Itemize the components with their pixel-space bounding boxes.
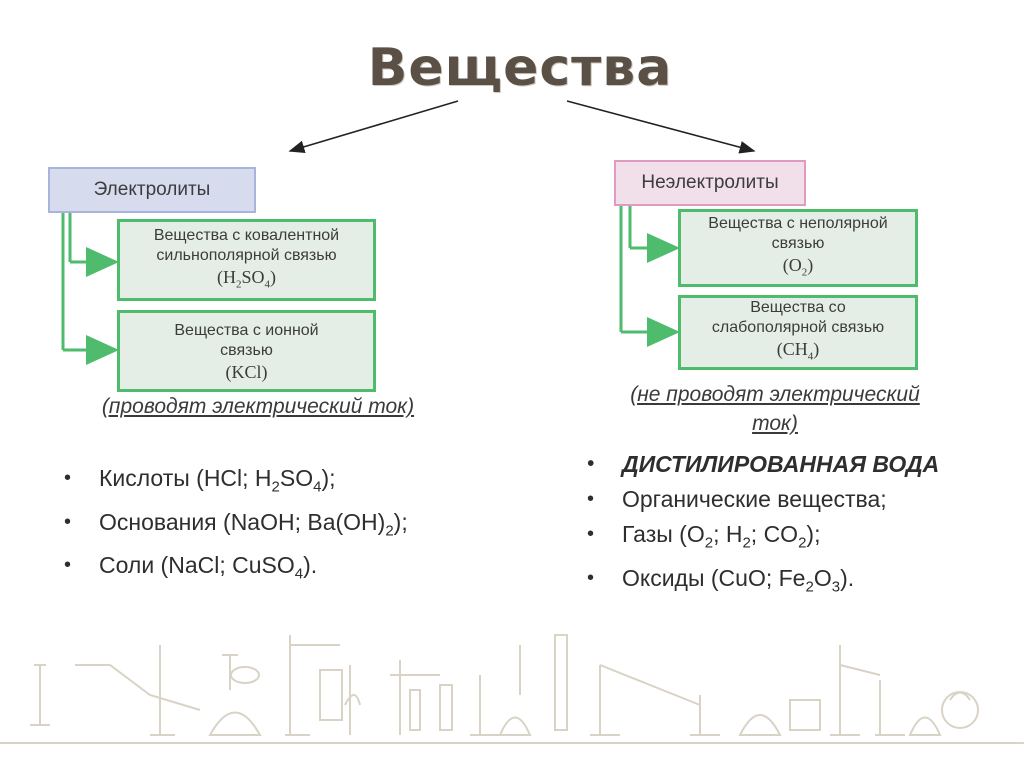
list-item: •Основания (NaOH; Ba(OH)2);: [64, 508, 408, 540]
covalent-line2: сильнополярной связью: [156, 246, 337, 264]
weakpolar-line1: Вещества со: [750, 299, 846, 317]
nonpolar-line2: связью: [771, 234, 825, 252]
list-item: •Кислоты (HCl; H2SO4);: [64, 465, 336, 496]
electrolytes-covalent-box: Вещества с ковалентной сильнополярной св…: [117, 219, 376, 301]
list-item: •Газы (O2; H2; CO2);: [587, 521, 821, 552]
electrolytes-header: Электролиты: [48, 167, 256, 213]
ionic-line2: связью: [220, 341, 273, 359]
nonelectrolytes-note-line2: ток): [752, 412, 798, 435]
ionic-formula: (KCl): [225, 361, 268, 382]
electrolytes-note: (проводят электрический ток): [101, 395, 415, 418]
list-item: •Соли (NaCl; CuSO4).: [64, 552, 318, 583]
nonelectrolytes-header: Неэлектролиты: [614, 160, 806, 206]
nonelectrolytes-weakpolar-box: Вещества со слабополярной связью (CH4): [678, 295, 918, 370]
list-item: •ДИСТИЛИРОВАННАЯ ВОДА: [587, 451, 940, 477]
nonelectrolytes-note-line1: (не проводят электрический: [630, 383, 920, 406]
nonelectrolytes-header-label: Неэлектролиты: [641, 172, 779, 193]
electrolytes-list: •Кислоты (HCl; H2SO4); •Основания (NaOH;…: [62, 464, 442, 595]
nonelectrolytes-list: •ДИСТИЛИРОВАННАЯ ВОДА •Органические веще…: [585, 450, 1005, 607]
weakpolar-formula: (CH4): [776, 339, 820, 363]
nonelectrolytes-note: (не проводят электрический ток): [575, 380, 975, 438]
arrow-to-nonelectrolytes: [566, 100, 756, 154]
lab-equipment-icon: [0, 634, 1024, 744]
list-item: •Органические вещества;: [587, 486, 887, 512]
electrolytes-ionic-box: Вещества с ионной связью (KCl): [117, 310, 376, 392]
ionic-line1: Вещества с ионной: [174, 321, 319, 339]
covalent-formula: (H2SO4): [216, 266, 276, 291]
electrolytes-header-label: Электролиты: [93, 179, 211, 200]
covalent-line1: Вещества с ковалентной: [153, 226, 340, 244]
nonpolar-formula: (O2): [782, 254, 814, 279]
nonelectrolytes-nonpolar-box: Вещества с неполярной связью (O2): [678, 209, 918, 287]
arrow-to-electrolytes: [288, 100, 459, 154]
weakpolar-line2: слабополярной связью: [711, 319, 885, 337]
list-item: •Оксиды (CuO; Fe2O3).: [587, 564, 855, 596]
page-title: Вещества: [367, 38, 673, 98]
nonpolar-line1: Вещества с неполярной: [708, 214, 888, 232]
